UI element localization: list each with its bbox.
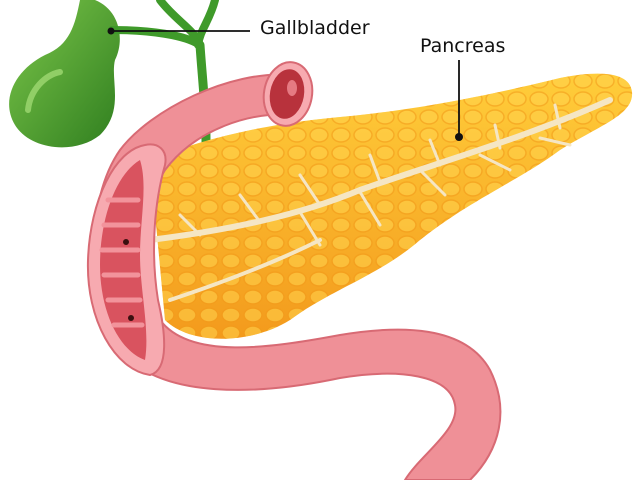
pancreatic-duct: [147, 97, 613, 302]
gallbladder: [9, 0, 120, 148]
pancreas-label: Pancreas: [420, 35, 506, 57]
duodenum: [86, 61, 502, 480]
gallbladder-label: Gallbladder: [260, 17, 370, 39]
label-leaders: [107, 27, 463, 141]
